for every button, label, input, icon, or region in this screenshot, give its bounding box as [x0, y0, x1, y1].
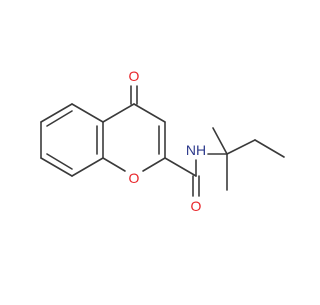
bond	[102, 103, 135, 123]
aromatic-double-bond	[46, 153, 73, 170]
structure-canvas: O O O NH	[40, 68, 285, 214]
ketone-oxygen-label: O	[129, 68, 140, 84]
aromatic-double-bond	[46, 110, 73, 127]
molecule-diagram: O O O NH	[40, 68, 285, 214]
bond	[142, 157, 166, 172]
bond	[71, 157, 104, 177]
ring-oxygen-label: O	[129, 170, 140, 186]
bond	[71, 103, 104, 123]
amide-oxygen-label: O	[191, 198, 202, 214]
bond	[226, 139, 256, 155]
bond	[40, 157, 73, 177]
amide-nitrogen-label: NH	[186, 142, 206, 158]
bond	[40, 103, 73, 123]
bond	[212, 127, 228, 155]
bond	[133, 103, 166, 123]
bond	[164, 157, 197, 177]
bond	[102, 157, 126, 172]
bond	[254, 139, 285, 158]
